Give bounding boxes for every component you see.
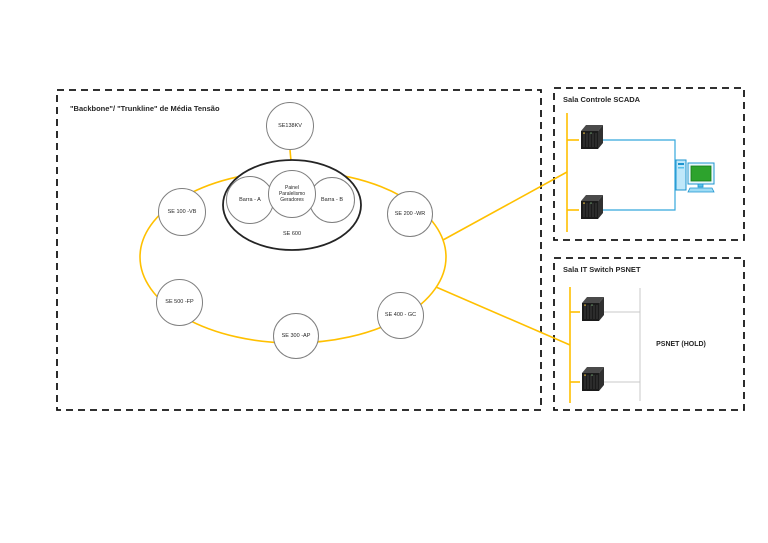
node-se400-gc: SE 400 - GC bbox=[377, 292, 424, 339]
backbone-title: "Backbone"/ "Trunkline" de Média Tensão bbox=[70, 104, 220, 113]
node-label: SE138KV bbox=[278, 122, 302, 129]
psnet-room-border bbox=[553, 257, 745, 411]
workstation-computer-icon bbox=[675, 159, 715, 193]
node-se500-fp: SE 500 -FP bbox=[156, 279, 203, 326]
node-label: Barra - B bbox=[320, 196, 343, 203]
node-painel-paralelismo: Painel Paralelismo Geradores bbox=[268, 170, 316, 218]
psnet-network-label: PSNET (HOLD) bbox=[656, 341, 706, 348]
node-barra-a: Barra - A bbox=[226, 176, 274, 224]
node-label: SE 200 -WR bbox=[394, 210, 426, 217]
node-label: SE 500 -FP bbox=[165, 299, 194, 306]
network-switch-icon bbox=[581, 366, 605, 392]
network-switch-icon bbox=[581, 296, 605, 322]
node-label: Painel Paralelismo Geradores bbox=[278, 184, 306, 204]
node-label: Barra - A bbox=[239, 196, 261, 203]
se600-group-label: SE 600 bbox=[282, 231, 302, 237]
node-label: SE 100 -VB bbox=[167, 208, 197, 215]
node-se200-wr: SE 200 -WR bbox=[387, 191, 433, 237]
trunk-to-psnet-line bbox=[435, 286, 571, 346]
node-barra-b: Barra - B bbox=[309, 177, 355, 223]
node-label: SE 300 -AP bbox=[281, 332, 311, 339]
psnet-room-title: Sala IT Switch PSNET bbox=[563, 265, 641, 274]
node-se100-vb: SE 100 -VB bbox=[158, 188, 206, 236]
scada-lan-link bbox=[603, 139, 676, 211]
scada-room-title: Sala Controle SCADA bbox=[563, 95, 641, 104]
node-label: SE 400 - GC bbox=[384, 312, 417, 319]
scada-room-border bbox=[553, 87, 745, 241]
backbone-container-border bbox=[56, 89, 542, 411]
trunk-to-scada-line bbox=[442, 171, 568, 241]
network-switch-icon bbox=[580, 124, 604, 150]
network-switch-icon bbox=[580, 194, 604, 220]
node-se300-ap: SE 300 -AP bbox=[273, 313, 319, 359]
node-se138kv: SE138KV bbox=[266, 102, 314, 150]
